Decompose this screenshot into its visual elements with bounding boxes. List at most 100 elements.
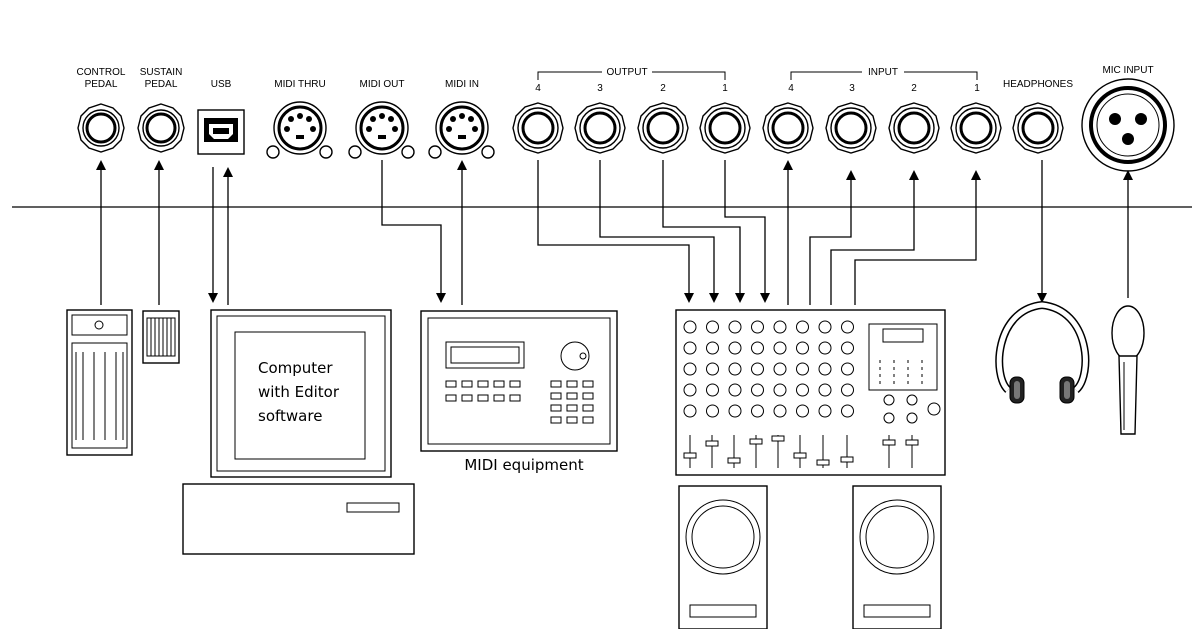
output-number: 1 (722, 83, 728, 94)
mixer-knob (728, 404, 742, 418)
mixer-knob (751, 320, 764, 334)
sustain-pedal-label-line1: SUSTAIN (140, 67, 183, 78)
mixer-knob (751, 362, 764, 376)
input-number: 4 (788, 83, 794, 94)
speaker-left (678, 485, 768, 629)
mixer-knob-grid (683, 320, 854, 418)
mixer-knob (773, 383, 787, 397)
mixer-knob (796, 320, 809, 334)
headphones-label: HEADPHONES (1003, 79, 1073, 90)
mixer-fader-cap (882, 439, 896, 446)
input-group-label: INPUT (868, 67, 898, 78)
input-number: 2 (911, 83, 917, 94)
usb-port (197, 109, 245, 155)
mixer-knob (818, 362, 832, 376)
mixer-knob (796, 383, 809, 397)
mixer-knob (683, 362, 697, 376)
computer-monitor (210, 309, 392, 478)
mixer-knob (773, 362, 787, 376)
microphone (1111, 305, 1145, 435)
sustain-pedal-jack (137, 103, 185, 153)
midi-out-label: MIDI OUT (360, 79, 405, 90)
input-number: 3 (849, 83, 855, 94)
sustain-pedal-label-line2: PEDAL (145, 79, 178, 90)
mixer-knob (751, 404, 764, 418)
mixer-knob (751, 383, 764, 397)
mixer-knob (706, 341, 719, 355)
headphones-jack (1012, 102, 1064, 154)
mixer-knob (841, 341, 854, 355)
expression-pedal (66, 309, 133, 456)
mic-input-label: MIC INPUT (1102, 65, 1153, 76)
mixer-knob (841, 320, 854, 334)
output-jack-2 (637, 102, 689, 154)
mixer-knob (728, 362, 742, 376)
mixer-fader-cap (793, 452, 807, 459)
mixer-knob (706, 362, 719, 376)
mixer-knob (818, 383, 832, 397)
output-number: 4 (535, 83, 541, 94)
headphones (995, 300, 1090, 404)
mixer-fader-cap (816, 459, 830, 466)
mixer-knob (683, 341, 697, 355)
output-group-label: OUTPUT (606, 67, 647, 78)
mixer-fader-cap (905, 439, 919, 446)
midi-thru-port (266, 101, 333, 159)
input-jack-2 (888, 102, 940, 154)
input-jack-3 (825, 102, 877, 154)
mixer-knob (818, 320, 832, 334)
mixer-knob (706, 404, 719, 418)
mixer-knob (683, 383, 697, 397)
mixer-knob (818, 404, 832, 418)
output-jack-3 (574, 102, 626, 154)
mixer-knob (751, 341, 764, 355)
midi-out-port (348, 101, 415, 159)
mixer-fader-cap (771, 435, 785, 442)
mixer-knob (706, 320, 719, 334)
control-pedal-label-line1: CONTROL (77, 67, 126, 78)
mixer-knob (683, 320, 697, 334)
mixer-knob (706, 383, 719, 397)
mixer-knob (773, 320, 787, 334)
mixer-fader-cap (705, 440, 719, 447)
output-number: 3 (597, 83, 603, 94)
input-jack-4 (762, 102, 814, 154)
mixer-knob (728, 320, 742, 334)
input-jack-1 (950, 102, 1002, 154)
mixer-knob (728, 383, 742, 397)
midi-equipment-unit (420, 310, 618, 452)
mixer-knob (796, 362, 809, 376)
mixer (675, 309, 946, 476)
control-pedal-jack (77, 103, 125, 153)
computer-label-line1: Computer (258, 359, 333, 377)
mixer-knob (773, 404, 787, 418)
computer-base-unit (182, 483, 415, 555)
mixer-knob (796, 341, 809, 355)
midi-equipment-label: MIDI equipment (464, 456, 583, 474)
sustain-pedal (142, 310, 180, 364)
mixer-knob (818, 341, 832, 355)
mixer-fader-cap (749, 438, 763, 445)
output-label-bg (602, 65, 652, 77)
output-jack-4 (512, 102, 564, 154)
mixer-knob (841, 404, 854, 418)
mic-input-xlr (1081, 78, 1175, 172)
control-pedal-label-line2: PEDAL (85, 79, 118, 90)
speaker-right (852, 485, 942, 629)
mixer-fader-bank (683, 435, 919, 468)
mixer-knob (728, 341, 742, 355)
mixer-fader-cap (727, 457, 741, 464)
computer-label-line3: software (258, 407, 322, 425)
mixer-fader-cap (683, 452, 697, 459)
output-number: 2 (660, 83, 666, 94)
mixer-knob (841, 362, 854, 376)
midi-thru-label: MIDI THRU (274, 79, 325, 90)
input-label-bg (862, 65, 904, 77)
input-number: 1 (974, 83, 980, 94)
usb-label: USB (211, 79, 232, 90)
mixer-knob (773, 341, 787, 355)
mixer-fader-cap (840, 456, 854, 463)
midi-in-port (428, 101, 495, 159)
computer-label-line2: with Editor (258, 383, 340, 401)
